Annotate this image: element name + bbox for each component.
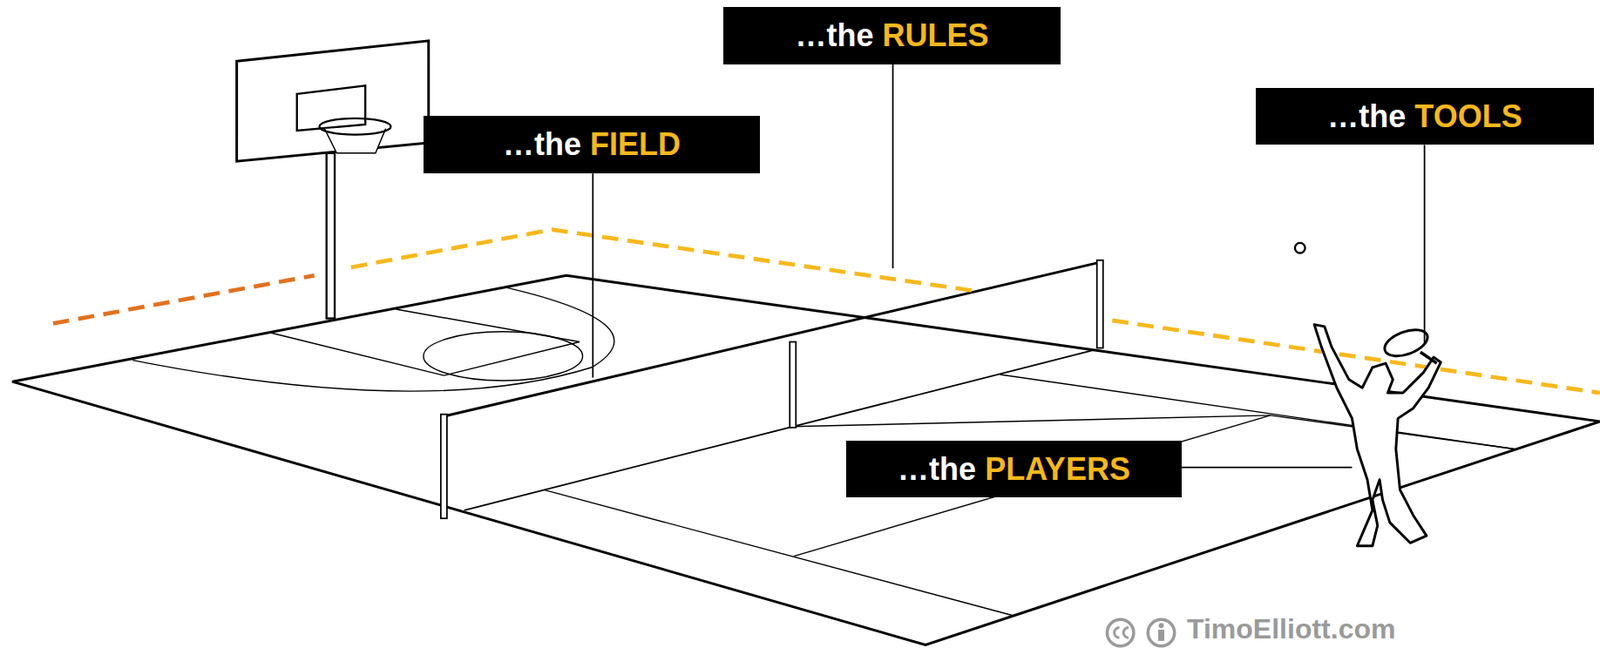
service-line — [792, 415, 1271, 428]
callout-prefix: …the — [1327, 99, 1406, 135]
callout-keyword: PLAYERS — [984, 452, 1131, 488]
sideline — [543, 489, 1012, 616]
rule-line — [53, 275, 315, 324]
callout-box: …theTOOLS — [1255, 88, 1594, 145]
by-icon — [1147, 619, 1174, 646]
callout-prefix: …the — [897, 452, 977, 488]
rule-line — [1111, 320, 1600, 394]
cc-icon — [1114, 628, 1120, 639]
ball — [1294, 243, 1306, 254]
service-line — [793, 415, 1271, 557]
three-point-arc — [132, 287, 615, 392]
callout-prefix: …the — [794, 18, 874, 54]
leader-line — [1181, 467, 1353, 469]
lane-line — [270, 332, 444, 376]
sideline — [1000, 374, 1515, 450]
callout-keyword: TOOLS — [1414, 99, 1522, 135]
net-post — [1097, 260, 1104, 349]
by-icon — [1158, 630, 1165, 642]
leader-line — [1423, 144, 1426, 346]
callout-keyword: FIELD — [589, 127, 681, 163]
player-silhouette — [1314, 325, 1441, 547]
hoop-pole — [326, 153, 335, 319]
callout-prefix: …the — [502, 127, 582, 163]
cc-icon — [1123, 628, 1129, 639]
backboard — [237, 40, 429, 162]
hoop-rim — [318, 118, 391, 136]
by-icon — [1159, 623, 1165, 629]
racket-handle — [1420, 352, 1438, 364]
basketball-hoop — [237, 40, 429, 319]
watermark: TimoElliott.com — [1186, 615, 1396, 644]
licence-icons — [1106, 619, 1174, 646]
cc-icon — [1106, 619, 1133, 646]
callout-box: …theFIELD — [423, 115, 760, 174]
callout-keyword: RULES — [882, 18, 990, 54]
free-throw-circle — [423, 332, 584, 381]
player — [1294, 243, 1441, 547]
free-throw-line — [443, 342, 580, 377]
leader-line — [591, 173, 594, 378]
leader-line — [892, 64, 895, 269]
callout-box: …theRULES — [723, 6, 1061, 65]
backboard-square — [297, 85, 366, 131]
callout-box: …thePLAYERS — [846, 440, 1182, 498]
net-post — [789, 342, 796, 428]
rule-line — [351, 230, 975, 292]
net-post — [440, 414, 448, 520]
rule-lines — [53, 230, 1600, 394]
net-top — [443, 262, 1100, 417]
racket-head — [1381, 325, 1431, 362]
